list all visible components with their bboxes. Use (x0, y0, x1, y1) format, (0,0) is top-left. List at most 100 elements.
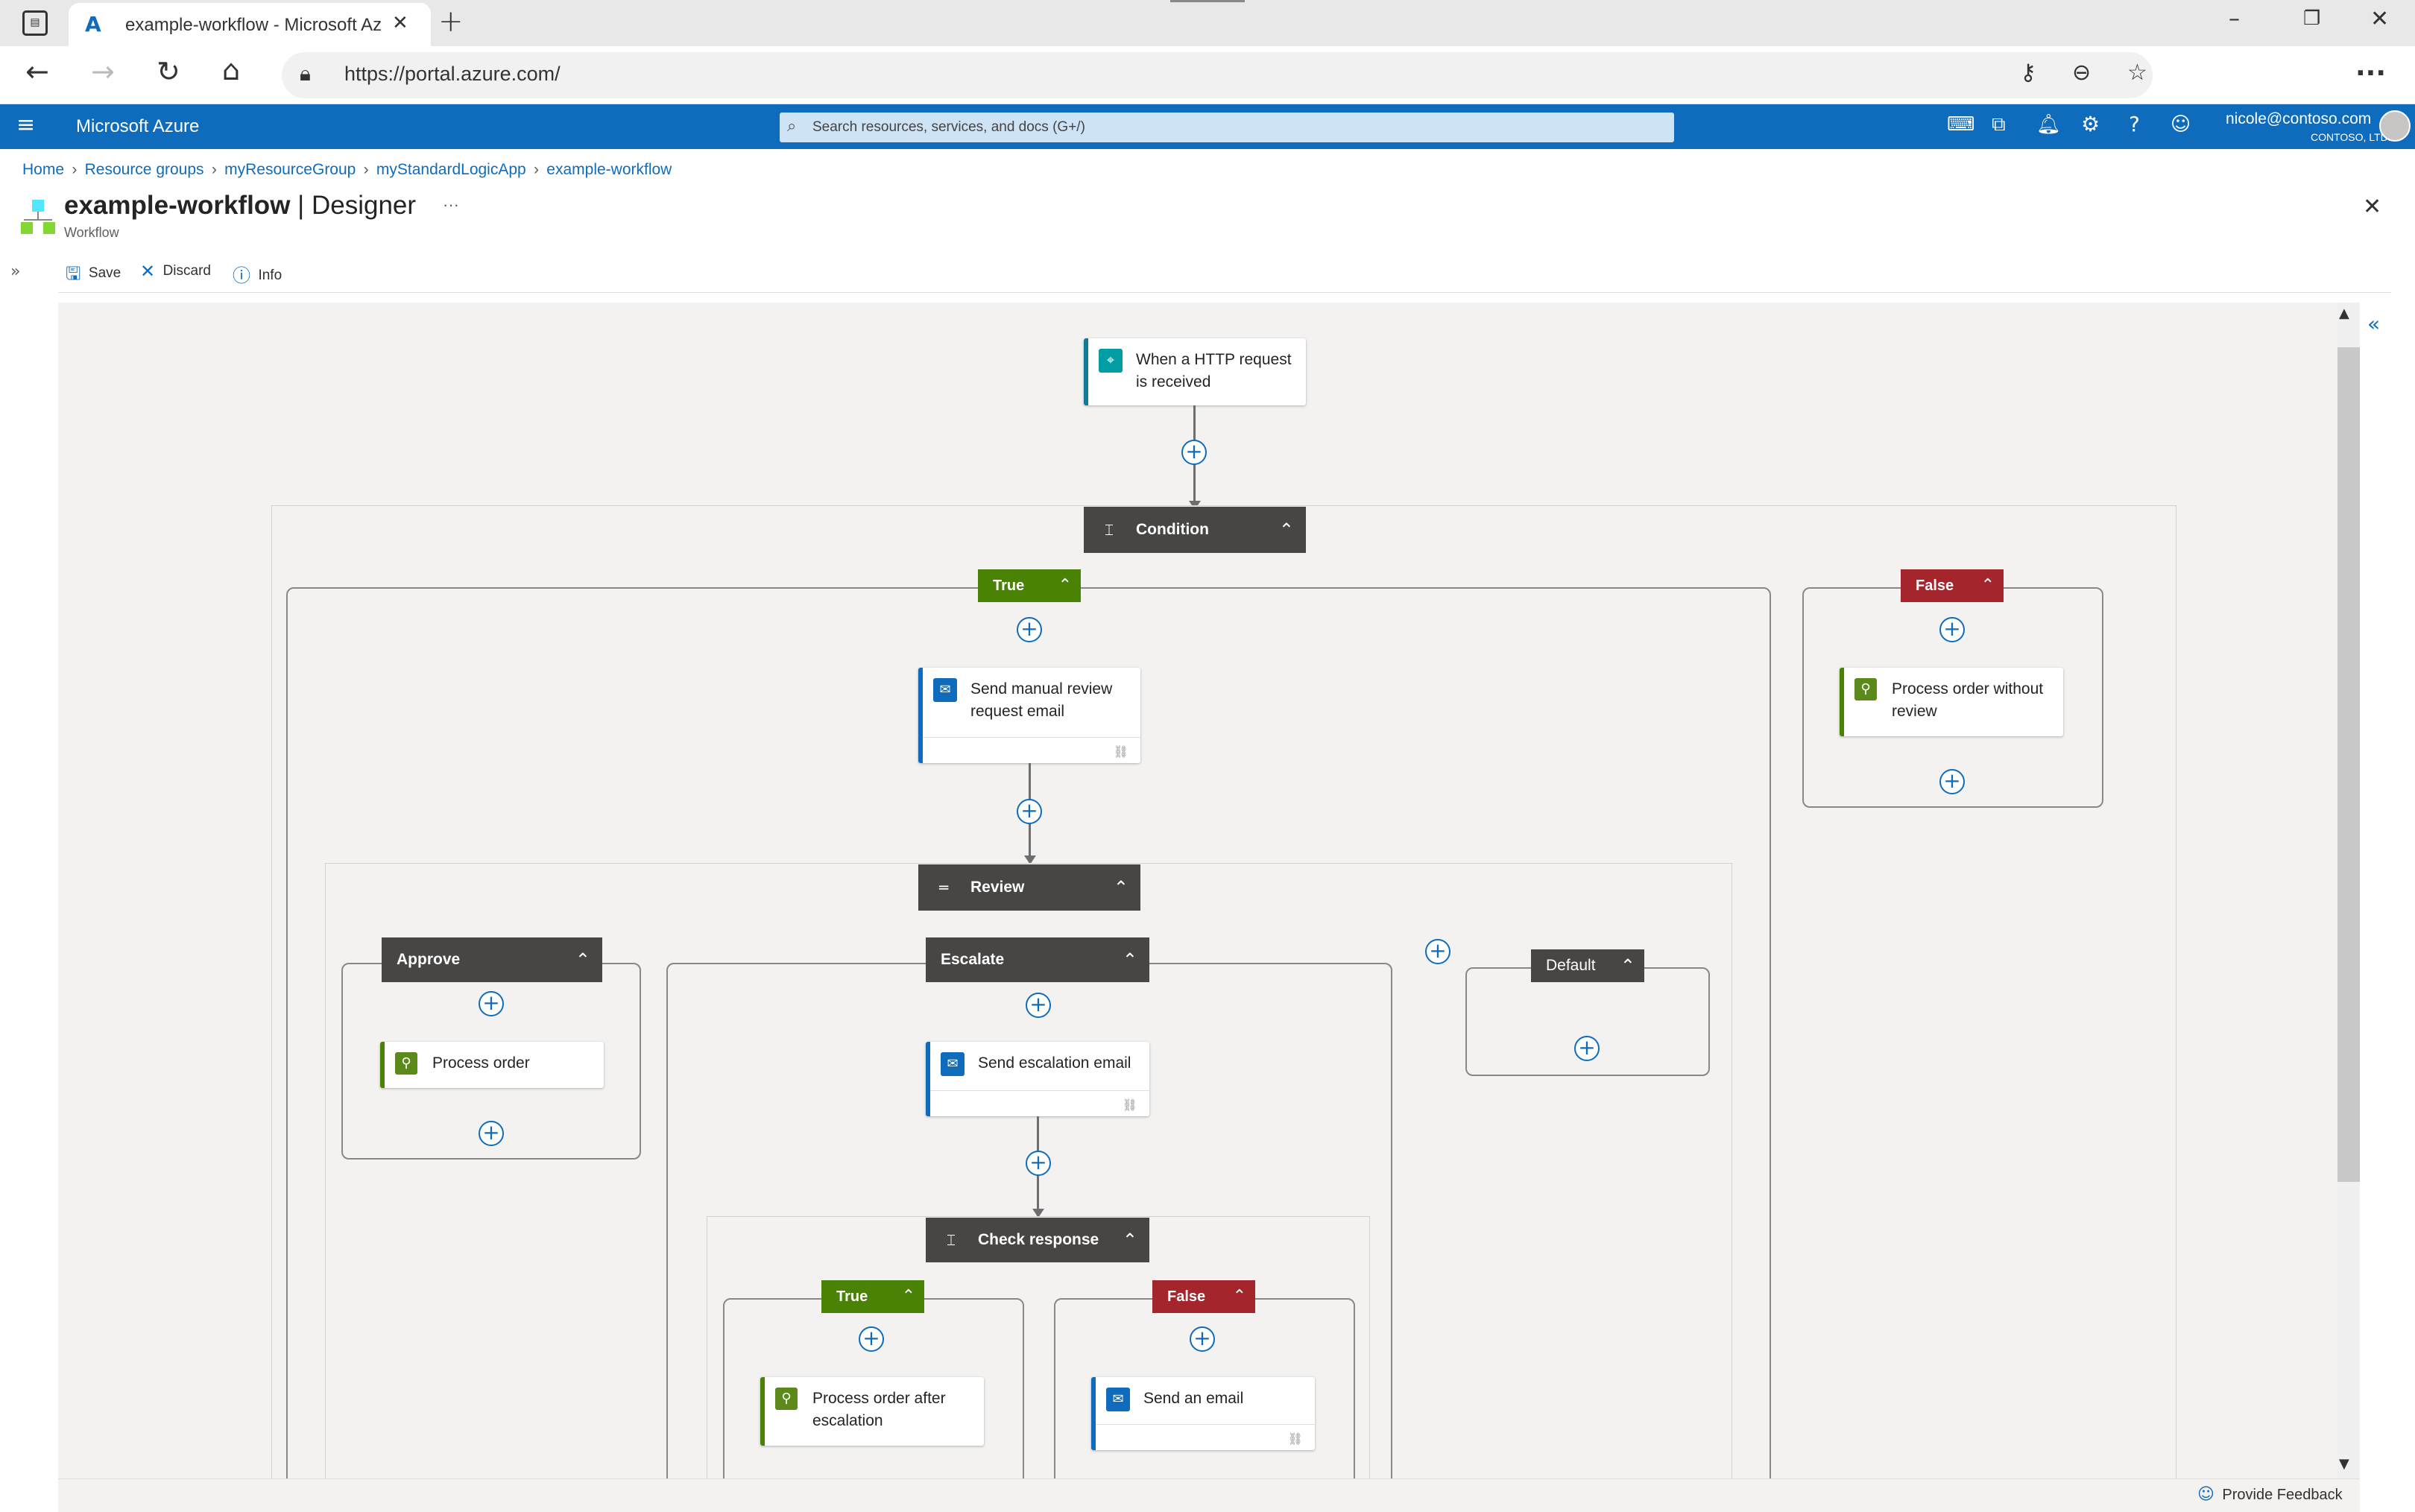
key-icon[interactable]: ⚷ (2020, 60, 2036, 86)
azure-brand[interactable]: Microsoft Azure (76, 116, 200, 136)
insert-step-button[interactable]: + (1017, 799, 1042, 824)
send-escalation-card[interactable]: ✉ Send escalation email ⛓ (926, 1042, 1149, 1116)
process-after-escalation-title: Process order after escalation (812, 1390, 946, 1429)
scroll-down-icon[interactable]: ▼ (2339, 1456, 2349, 1472)
insert-step-button[interactable]: + (1939, 769, 1965, 794)
check-response-header[interactable]: ⌶ Check response ⌃ (926, 1218, 1149, 1262)
false-branch-header[interactable]: False ⌃ (1901, 569, 2004, 602)
trigger-card[interactable]: ⌖ When a HTTP request is received (1084, 338, 1306, 405)
notifications-icon[interactable]: 🔔︎ (2036, 113, 2062, 136)
condition-header[interactable]: ⌶ Condition ⌃ (1084, 507, 1306, 553)
insert-step-button[interactable]: + (859, 1326, 884, 1352)
zoom-icon[interactable]: ⊖ (2072, 60, 2092, 86)
insert-step-button[interactable]: + (1190, 1326, 1215, 1352)
review-header[interactable]: ═ Review ⌃ (918, 864, 1140, 911)
send-manual-review-title: Send manual review request email (970, 680, 1113, 720)
collapse-chevron-icon[interactable]: ⌃ (575, 949, 590, 970)
insert-step-button[interactable]: + (1026, 1151, 1051, 1176)
collapse-chevron-icon[interactable]: ⌃ (1113, 877, 1128, 898)
true-branch-header[interactable]: True ⌃ (978, 569, 1081, 602)
approve-header[interactable]: Approve ⌃ (382, 937, 602, 982)
collapse-panel-icon[interactable]: « (2367, 311, 2381, 336)
process-without-review-title: Process order without review (1892, 680, 2044, 720)
help-icon[interactable]: ? (2129, 112, 2140, 136)
breadcrumb-home[interactable]: Home (22, 161, 65, 178)
collapse-chevron-icon[interactable]: ⌃ (901, 1287, 915, 1306)
settings-icon[interactable]: ⚙ (2081, 112, 2100, 136)
insert-step-button[interactable]: + (1017, 617, 1042, 642)
feedback-icon[interactable]: ☺ (2171, 113, 2191, 136)
connection-icon: ⛓ (1122, 1098, 1137, 1112)
process-without-review-card[interactable]: ⚲ Process order without review (1840, 668, 2063, 736)
user-email[interactable]: nicole@contoso.com (2226, 110, 2372, 127)
url-text[interactable]: https://portal.azure.com/ (344, 63, 561, 85)
directory-icon[interactable]: ⧉ (1992, 113, 2006, 136)
insert-step-button[interactable]: + (1181, 440, 1207, 465)
tab-close-icon[interactable]: ✕ (392, 12, 408, 34)
breadcrumb-separator-icon: › (67, 161, 82, 178)
collapse-chevron-icon[interactable]: ⌃ (1122, 1230, 1137, 1250)
scrollbar-thumb[interactable] (2337, 347, 2360, 1182)
close-blade-icon[interactable]: ✕ (2363, 194, 2382, 220)
new-tab-icon[interactable]: + (438, 4, 464, 39)
feedback-label: Provide Feedback (2222, 1487, 2343, 1503)
address-bar[interactable]: 🔒︎ https://portal.azure.com/ ⚷ ⊖ ☆ (282, 52, 2153, 98)
browser-tab[interactable]: A example-workflow - Microsoft Az ✕ (69, 3, 431, 46)
escalate-header[interactable]: Escalate ⌃ (926, 937, 1149, 982)
portal-menu-icon[interactable]: ≡ (16, 112, 36, 138)
discard-icon: ✕ (140, 261, 156, 282)
search-input[interactable]: ⌕ Search resources, services, and docs (… (780, 113, 1674, 142)
insert-step-button[interactable]: + (479, 1121, 504, 1146)
favorites-icon[interactable]: ☆ (2127, 60, 2147, 86)
add-case-button[interactable]: + (1425, 939, 1450, 964)
azure-logo-icon: A (85, 12, 101, 37)
save-button[interactable]: 🖫︎ Save (66, 261, 121, 286)
collapse-chevron-icon[interactable]: ⌃ (1232, 1287, 1246, 1306)
breadcrumb-workflow[interactable]: example-workflow (546, 161, 672, 178)
page-more-icon[interactable]: ··· (443, 195, 459, 214)
close-window-icon[interactable]: ✕ (2370, 6, 2390, 32)
check-true-header[interactable]: True ⌃ (821, 1280, 924, 1313)
provide-feedback-button[interactable]: ☺ Provide Feedback (2197, 1485, 2343, 1504)
designer-canvas[interactable]: ⌖ When a HTTP request is received + ⌶ Co… (58, 303, 2339, 1478)
breadcrumb-resource-groups[interactable]: Resource groups (84, 161, 204, 178)
default-header[interactable]: Default ⌃ (1531, 949, 1644, 982)
search-placeholder: Search resources, services, and docs (G+… (812, 119, 1085, 135)
info-button[interactable]: ⓘ Info (233, 261, 282, 286)
restore-icon[interactable]: ❐ (2303, 7, 2321, 30)
discard-button[interactable]: ✕ Discard (140, 261, 211, 286)
avatar[interactable] (2379, 110, 2411, 142)
cloud-shell-icon[interactable]: ⌨ (1947, 113, 1975, 136)
back-icon[interactable]: ← (25, 55, 49, 88)
process-after-escalation-card[interactable]: ⚲ Process order after escalation (760, 1377, 984, 1446)
home-icon[interactable]: ⌂ (222, 54, 241, 86)
check-false-header[interactable]: False ⌃ (1152, 1280, 1255, 1313)
minimize-icon[interactable]: – (2229, 6, 2240, 32)
breadcrumb-logic-app[interactable]: myStandardLogicApp (376, 161, 526, 178)
collapse-chevron-icon[interactable]: ⌃ (1980, 576, 1995, 595)
refresh-icon[interactable]: ↻ (157, 55, 180, 88)
browser-menu-icon[interactable]: ··· (2355, 58, 2387, 89)
check-response-title: Check response (978, 1231, 1099, 1248)
collapse-chevron-icon[interactable]: ⌃ (1058, 576, 1072, 595)
collapse-chevron-icon[interactable]: ⌃ (1278, 519, 1294, 540)
insert-step-button[interactable]: + (479, 991, 504, 1016)
send-email-card[interactable]: ✉ Send an email ⛓ (1091, 1377, 1315, 1450)
lock-icon: 🔒︎ (300, 61, 311, 86)
insert-step-button[interactable]: + (1026, 993, 1051, 1018)
insert-step-button[interactable]: + (1939, 617, 1965, 642)
breadcrumb-resource-group[interactable]: myResourceGroup (224, 161, 356, 178)
insert-step-button[interactable]: + (1574, 1036, 1600, 1061)
expand-menu-icon[interactable]: » (10, 262, 21, 281)
collapse-chevron-icon[interactable]: ⌃ (1122, 949, 1137, 970)
process-order-card[interactable]: ⚲ Process order (380, 1042, 604, 1088)
scroll-up-icon[interactable]: ▲ (2339, 306, 2349, 321)
breadcrumb-separator-icon: › (529, 161, 543, 178)
false-label: False (1916, 578, 1954, 594)
forward-icon[interactable]: → (91, 55, 115, 88)
collapse-chevron-icon[interactable]: ⌃ (1620, 955, 1635, 976)
tab-actions-icon[interactable]: ▤ (22, 10, 48, 36)
approve-title: Approve (397, 951, 461, 968)
send-manual-review-card[interactable]: ✉ Send manual review request email ⛓ (918, 668, 1140, 763)
breadcrumb-separator-icon: › (206, 161, 221, 178)
